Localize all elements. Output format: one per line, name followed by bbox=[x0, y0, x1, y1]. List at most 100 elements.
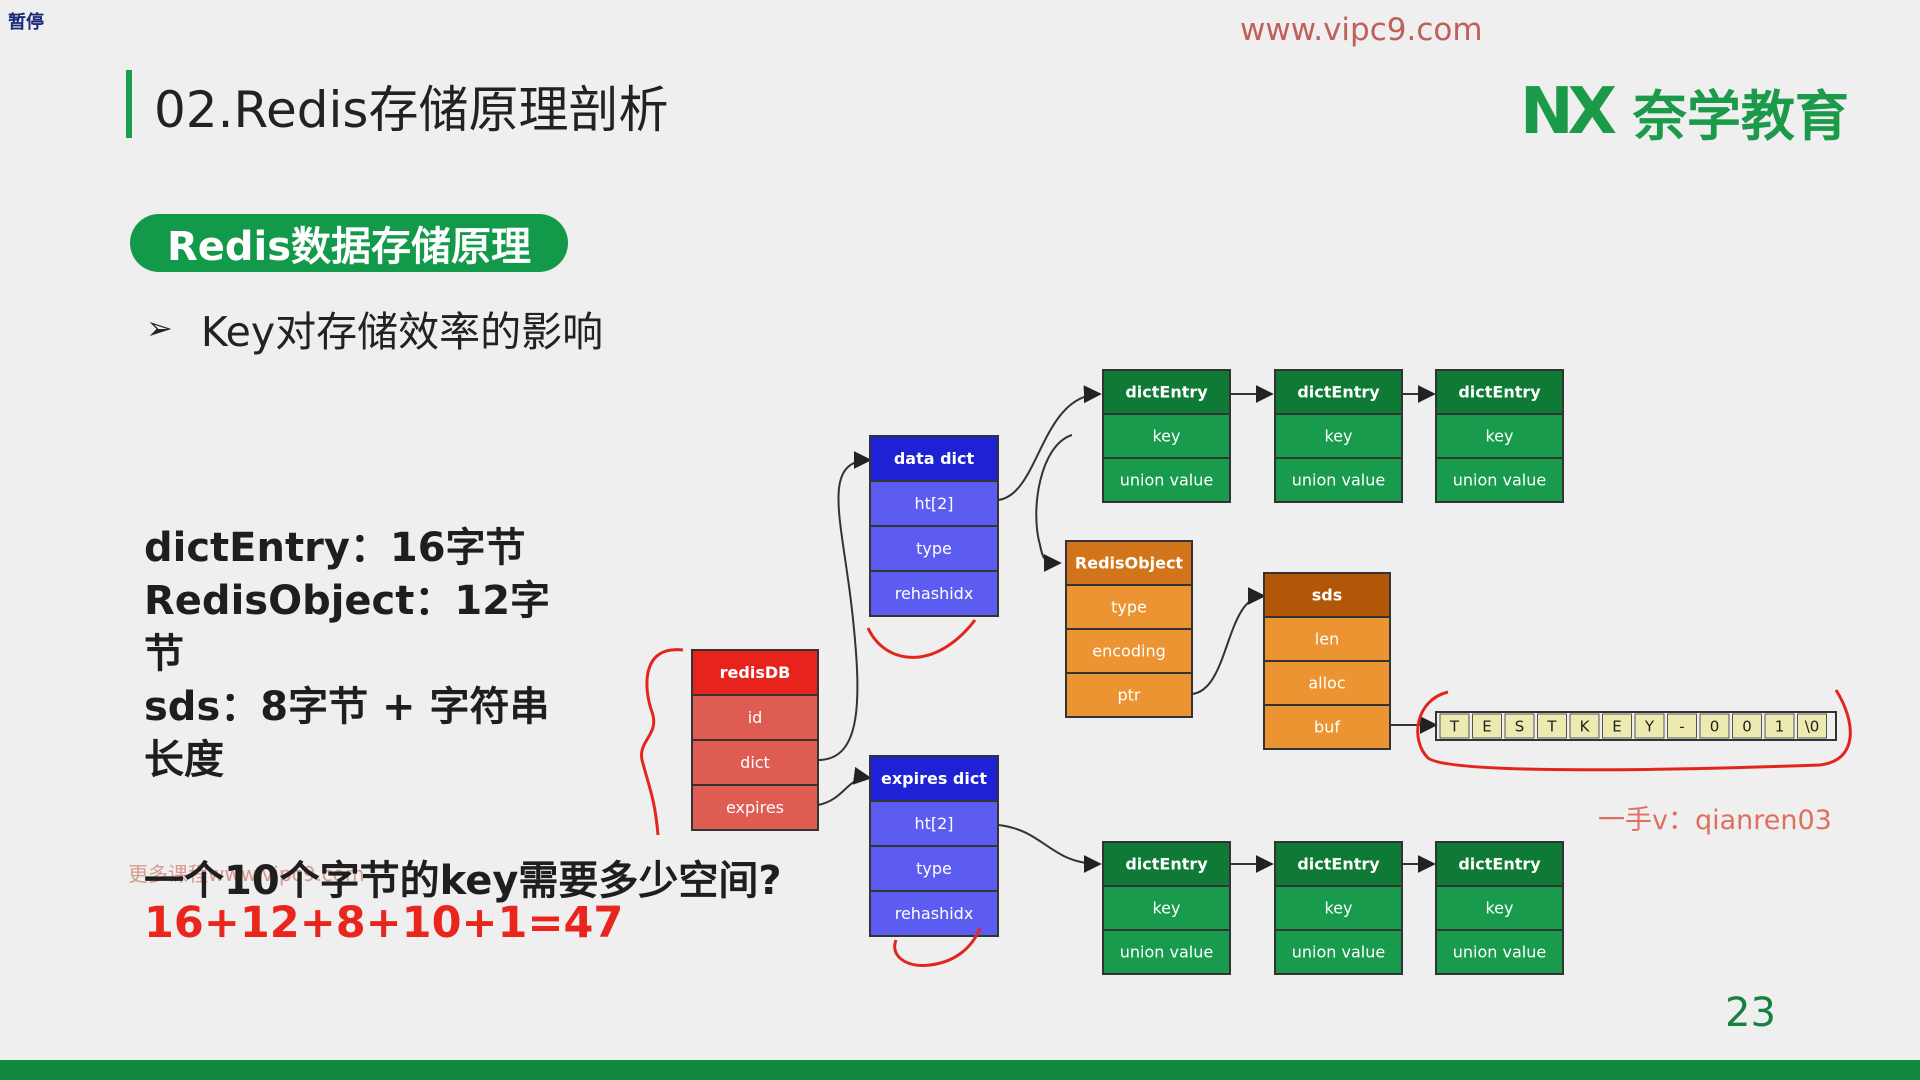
answer-text: 16+12+8+10+1=47 bbox=[144, 898, 624, 948]
node-expires-dict-field bbox=[869, 890, 999, 937]
node-redisdb-field-label: expires bbox=[726, 798, 784, 817]
node-dict-entry-bottom-1-field-label: union value bbox=[1120, 943, 1213, 962]
node-data-dict-field bbox=[869, 525, 999, 572]
node-sds-field bbox=[1263, 704, 1391, 750]
node-dict-entry-top-1-field bbox=[1102, 413, 1231, 459]
page-title: 02.Redis存储原理剖析 bbox=[154, 81, 669, 139]
node-redis-object-field bbox=[1065, 584, 1193, 630]
node-redisdb-field bbox=[691, 694, 819, 741]
string-cell-char: T bbox=[1449, 718, 1460, 736]
node-dict-entry-bottom-2-field bbox=[1274, 929, 1403, 975]
node-data-dict-field bbox=[869, 480, 999, 527]
string-cell-char: 0 bbox=[1710, 718, 1720, 736]
node-dict-entry-top-2-field bbox=[1274, 457, 1403, 503]
node-sds-header bbox=[1263, 572, 1391, 618]
connector-entry-to-redisobject bbox=[1035, 434, 1073, 572]
brand-logo: NX 奈学教育 bbox=[1520, 72, 1849, 151]
node-dict-entry-top-3-field-label: key bbox=[1485, 427, 1513, 446]
course-watermark: 更多课程www.vipc9.com bbox=[128, 862, 365, 886]
node-redisdb-field-label: id bbox=[748, 708, 763, 727]
node-sds-field-label: len bbox=[1315, 630, 1339, 649]
string-cell bbox=[1732, 713, 1762, 739]
annotation-underline-icon bbox=[893, 927, 982, 967]
node-dict-entry-top-3-field bbox=[1435, 457, 1564, 503]
node-dict-entry-bottom-3-field-label: union value bbox=[1453, 943, 1546, 962]
pause-label[interactable]: 暂停 bbox=[8, 12, 44, 33]
footer-bar bbox=[0, 1060, 1920, 1080]
string-cell-char: - bbox=[1679, 718, 1684, 736]
string-cell bbox=[1797, 713, 1827, 739]
string-cell bbox=[1569, 713, 1600, 739]
title-accent-bar bbox=[126, 70, 132, 138]
string-cell bbox=[1634, 713, 1665, 739]
node-dict-entry-bottom-1-field-label: key bbox=[1152, 899, 1180, 918]
string-cell-char: S bbox=[1515, 718, 1525, 736]
node-dict-entry-top-1-field bbox=[1102, 457, 1231, 503]
node-data-dict-field bbox=[869, 570, 999, 617]
logo-mark-icon: NX bbox=[1520, 74, 1617, 149]
node-data-dict-header bbox=[869, 435, 999, 482]
node-data-dict-field-label: ht[2] bbox=[914, 494, 953, 513]
bullet-item: ➢ Key对存储效率的影响 bbox=[146, 298, 603, 358]
node-sds-field-label: buf bbox=[1314, 718, 1340, 737]
node-dict-entry-top-3-field-label: union value bbox=[1453, 471, 1546, 490]
node-redisdb-field bbox=[691, 739, 819, 786]
node-dict-entry-top-3-header bbox=[1435, 369, 1564, 415]
string-cell bbox=[1602, 713, 1632, 739]
connector-expires-to-expiresdict bbox=[817, 766, 872, 806]
node-expires-dict-field-label: type bbox=[916, 859, 952, 878]
node-expires-dict-field bbox=[869, 800, 999, 847]
string-cell-char: \0 bbox=[1805, 718, 1820, 736]
string-cell bbox=[1472, 713, 1502, 739]
node-dict-entry-bottom-2-field-label: union value bbox=[1292, 943, 1385, 962]
connector-ptr-to-sds bbox=[1191, 587, 1266, 695]
node-dict-entry-bottom-3-header-label: dictEntry bbox=[1458, 855, 1541, 874]
node-dict-entry-top-1-header-label: dictEntry bbox=[1125, 383, 1208, 402]
connector-datadict-to-entry bbox=[997, 385, 1102, 501]
node-data-dict-header-label: data dict bbox=[894, 449, 975, 468]
node-redis-object-field-label: type bbox=[1111, 598, 1147, 617]
string-cell-char: 1 bbox=[1775, 718, 1785, 736]
node-data-dict-field-label: rehashidx bbox=[895, 584, 974, 603]
bullet-text: Key对存储效率的影响 bbox=[200, 308, 604, 356]
annotation-underline-icon bbox=[866, 619, 977, 659]
section-pill: Redis数据存储原理 bbox=[130, 214, 568, 272]
contact-text: 一手v：qianren03 bbox=[1598, 805, 1832, 836]
size-line-sds: sds：8字节 + 字符串长度 bbox=[144, 684, 550, 783]
node-dict-entry-top-2-header-label: dictEntry bbox=[1297, 383, 1380, 402]
node-redis-object-field bbox=[1065, 672, 1193, 718]
string-cell-char: E bbox=[1612, 718, 1621, 736]
node-dict-entry-bottom-1-header-label: dictEntry bbox=[1125, 855, 1208, 874]
size-line-dictentry: dictEntry：16字节 bbox=[144, 525, 526, 571]
node-sds-header-label: sds bbox=[1312, 586, 1343, 605]
node-redis-object-field-label: ptr bbox=[1117, 686, 1140, 705]
page-number: 23 bbox=[1725, 990, 1776, 1036]
string-cell-char: 0 bbox=[1742, 718, 1752, 736]
node-dict-entry-bottom-1-field bbox=[1102, 929, 1231, 975]
string-cell bbox=[1667, 713, 1697, 739]
node-dict-entry-top-2: dictEntry key union value bbox=[1274, 369, 1403, 503]
node-dict-entry-top-2-field-label: key bbox=[1324, 427, 1352, 446]
question-text: 一个10个字节的key需要多少空间? bbox=[144, 858, 782, 904]
node-dict-entry-bottom-3-header bbox=[1435, 841, 1564, 887]
size-line-redisobject: RedisObject：12字节 bbox=[144, 578, 551, 677]
node-dict-entry-top-2-field-label: union value bbox=[1292, 471, 1385, 490]
node-redis-object-header-label: RedisObject bbox=[1075, 554, 1184, 573]
string-cell bbox=[1699, 713, 1730, 739]
node-dict-entry-bottom-1-header bbox=[1102, 841, 1231, 887]
node-redisdb-field bbox=[691, 784, 819, 831]
node-redisdb-header-label: redisDB bbox=[720, 663, 791, 682]
node-expires-dict-field bbox=[869, 845, 999, 892]
string-cell-char: Y bbox=[1644, 718, 1655, 736]
annotation-circle-icon bbox=[1416, 689, 1852, 772]
string-cell-char: E bbox=[1482, 718, 1491, 736]
node-dict-entry-bottom-3-field bbox=[1435, 885, 1564, 931]
